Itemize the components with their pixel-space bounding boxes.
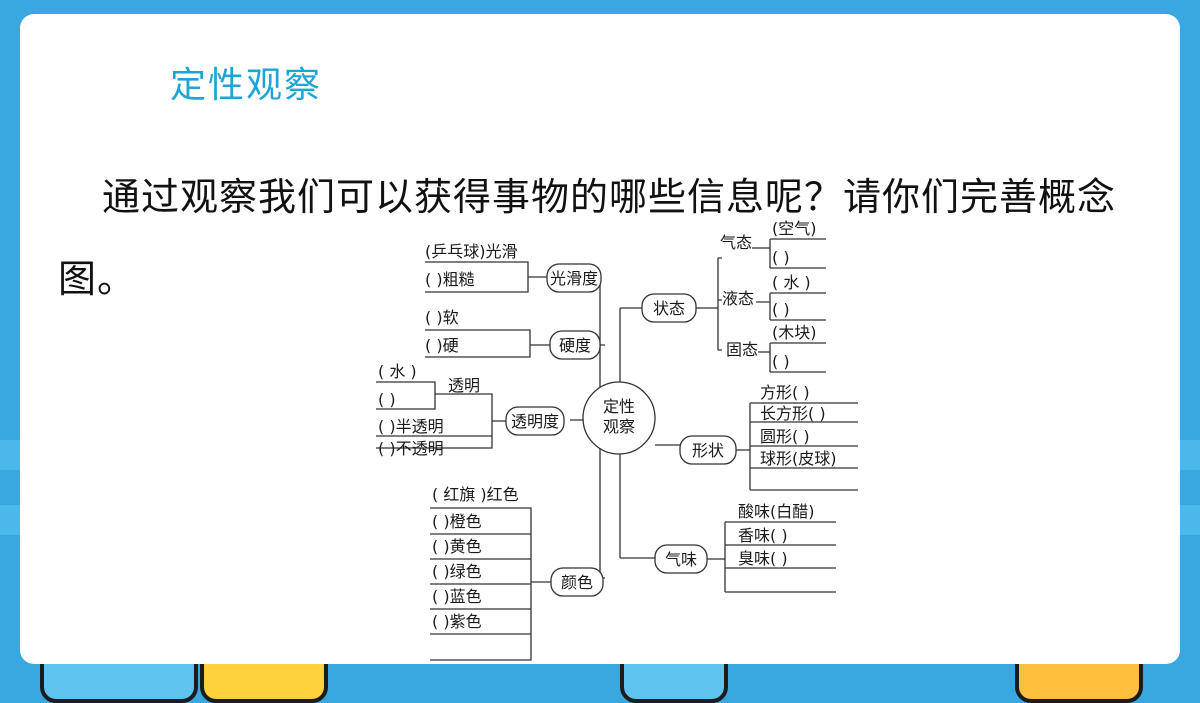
- leaf-hard-1: ( )软: [425, 308, 459, 327]
- leaf-trans-3: ( )半透明: [378, 417, 444, 436]
- leaf-color-6: ( )紫色: [432, 612, 482, 631]
- leaf-liquid-2: ( ): [772, 300, 790, 319]
- node-smoothness-label: 光滑度: [550, 269, 598, 288]
- node-smoothness: [546, 263, 602, 293]
- node-state-label: 状态: [653, 299, 685, 318]
- leaf-gas-1: (空气): [772, 219, 817, 238]
- question-text: 通过观察我们可以获得事物的哪些信息呢？请你们完善概念图。: [58, 175, 1117, 301]
- leaf-smell-3: 臭味( ): [738, 549, 788, 568]
- leaf-color-5: ( )蓝色: [432, 587, 482, 606]
- leaf-smell-1: 酸味(白醋): [738, 502, 815, 521]
- node-hardness-label: 硬度: [559, 336, 591, 355]
- leaf-color-1: ( 红旗 )红色: [432, 485, 519, 504]
- node-transparency-label: 透明度: [511, 412, 559, 431]
- leaf-color-2: ( )橙色: [432, 512, 482, 531]
- leaf-hard-2: ( )硬: [425, 336, 459, 355]
- leaf-trans-1: ( 水 ): [378, 362, 417, 381]
- leaf-solid-1: (木块): [772, 323, 817, 342]
- leaf-smooth-2: ( )粗糙: [425, 270, 475, 289]
- leaf-trans-4: ( )不透明: [378, 439, 444, 458]
- center-label-2: 观察: [603, 417, 635, 436]
- leaf-solid-2: ( ): [772, 352, 790, 371]
- leaf-shape-1: 方形( ): [760, 383, 810, 402]
- sub-transparent: 透明: [448, 376, 480, 395]
- leaf-liquid-1: ( 水 ): [772, 273, 811, 292]
- leaf-shape-3: 圆形( ): [760, 427, 810, 446]
- node-shape-label: 形状: [692, 441, 724, 460]
- leaf-shape-4: 球形(皮球): [760, 449, 837, 468]
- sub-gas: 气态: [720, 233, 752, 252]
- center-node: [582, 381, 656, 455]
- leaf-color-4: ( )绿色: [432, 562, 482, 581]
- center-label-1: 定性: [603, 397, 635, 416]
- node-smell-label: 气味: [665, 550, 697, 569]
- leaf-gas-2: ( ): [772, 248, 790, 267]
- node-color-label: 颜色: [561, 573, 593, 592]
- leaf-smooth-1: (乒乓球)光滑: [425, 242, 518, 261]
- leaf-color-3: ( )黄色: [432, 537, 482, 556]
- slide-title: 定性观察: [170, 65, 323, 106]
- leaf-trans-2: ( ): [378, 390, 396, 409]
- connector-right: [620, 307, 680, 559]
- sub-liquid: 液态: [722, 289, 754, 308]
- leaf-shape-2: 长方形( ): [760, 404, 826, 423]
- leaf-smell-2: 香味( ): [738, 526, 788, 545]
- concept-map: 定性 观察 光滑度 (乒乓球)光滑 ( )粗糙 硬度 ( )软 ( )硬 透明度…: [376, 219, 858, 661]
- sub-solid: 固态: [726, 340, 758, 359]
